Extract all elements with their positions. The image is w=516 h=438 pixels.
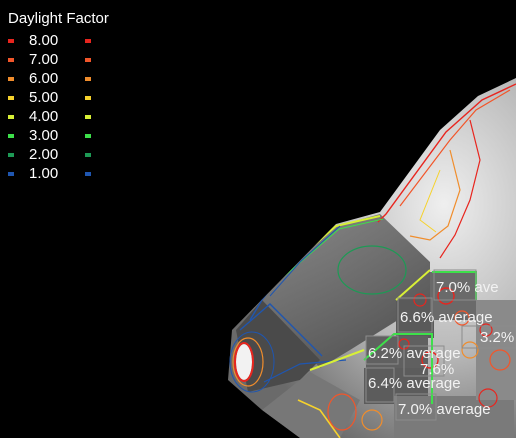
legend-swatch: [8, 76, 14, 81]
annotation-label: 7.0% ave: [436, 279, 499, 296]
legend-row: 1.00: [8, 164, 109, 183]
annotation-label: 6.2% average: [368, 345, 461, 362]
legend-swatch: [85, 171, 91, 176]
legend-row: 5.00: [8, 88, 109, 107]
legend-value: 2.00: [29, 146, 59, 163]
legend-swatch: [8, 57, 14, 62]
legend-swatch: [8, 114, 14, 119]
legend-row: 3.00: [8, 126, 109, 145]
legend-value: 6.00: [29, 70, 59, 87]
annotation-label: 6.4% average: [368, 375, 461, 392]
legend-swatch: [85, 133, 91, 138]
legend-swatch: [8, 38, 14, 43]
legend-swatch: [85, 152, 91, 157]
legend-title: Daylight Factor: [8, 10, 109, 27]
legend-swatch: [8, 95, 14, 100]
legend-value: 7.00: [29, 51, 59, 68]
annotation-label: 6.6% average: [400, 309, 493, 326]
legend-value: 5.00: [29, 89, 59, 106]
annotation-label: 7.0% average: [398, 401, 491, 418]
legend-row: 6.00: [8, 69, 109, 88]
annotation-label: 3.2%: [480, 329, 514, 346]
legend-swatch: [8, 152, 14, 157]
annotation-boxes: [365, 269, 516, 421]
legend-value: 8.00: [29, 32, 59, 49]
legend-swatch: [8, 171, 14, 176]
legend-row: 8.00: [8, 31, 109, 50]
legend-row: 4.00: [8, 107, 109, 126]
legend-value: 4.00: [29, 108, 59, 125]
legend-row: 7.00: [8, 50, 109, 69]
annotation-label: 7.6%: [420, 361, 454, 378]
legend-swatch: [85, 38, 91, 43]
annotation-labels: 7.0% ave 6.6% average 3.2% 6.2% average …: [368, 279, 514, 418]
legend-swatch: [85, 95, 91, 100]
window-hotspot: [229, 331, 275, 393]
legend-swatch: [85, 114, 91, 119]
legend-swatch: [85, 57, 91, 62]
legend-scale: 8.00 7.00 6.00 5.00 4.00 3.00 2.00 1.00: [8, 31, 109, 183]
legend-value: 3.00: [29, 127, 59, 144]
legend-value: 1.00: [29, 165, 59, 182]
legend-swatch: [85, 76, 91, 81]
legend-row: 2.00: [8, 145, 109, 164]
legend-swatch: [8, 133, 14, 138]
daylight-factor-legend: Daylight Factor 8.00 7.00 6.00 5.00 4.00 3.00…: [8, 10, 109, 183]
